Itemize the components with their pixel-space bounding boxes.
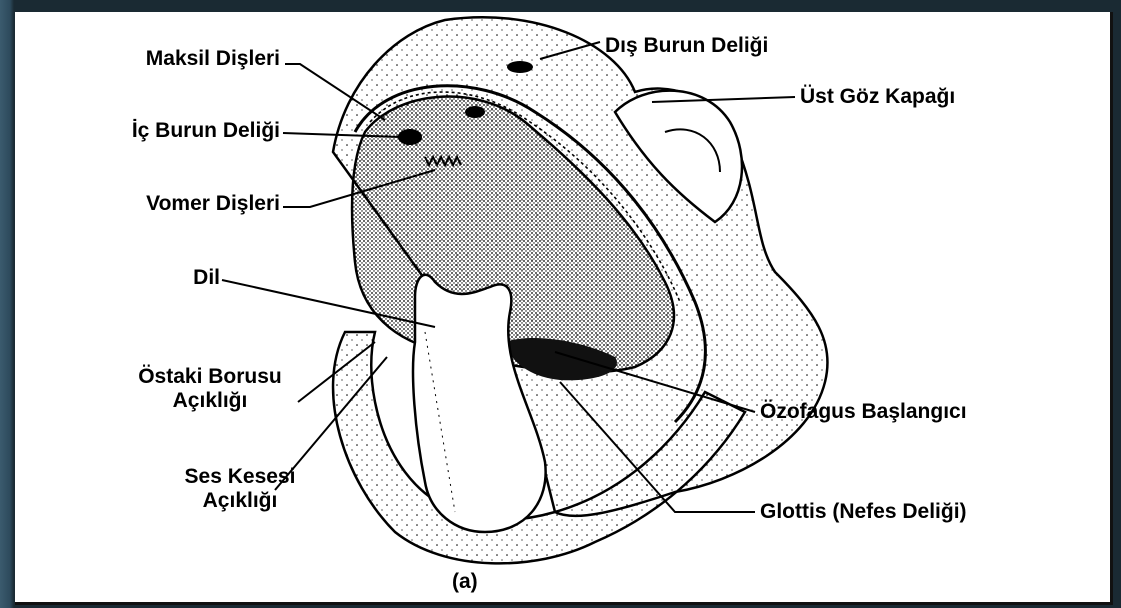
internal-nostril-left <box>398 129 422 145</box>
label-eustachian-line2: Açıklığı <box>105 389 315 413</box>
label-vocal-sac: Ses Kesesi Açıklığı <box>155 465 325 512</box>
label-vocal-sac-line2: Açıklığı <box>155 489 325 513</box>
figure-label: (a) <box>452 570 478 594</box>
label-esophagus: Özofagus Başlangıcı <box>760 400 967 424</box>
label-internal-nostril: İç Burun Deliği <box>132 119 280 143</box>
label-glottis: Glottis (Nefes Deliği) <box>760 500 967 524</box>
label-upper-eyelid: Üst Göz Kapağı <box>800 85 955 109</box>
label-maxillary-teeth: Maksil Dişleri <box>146 47 280 71</box>
diagram-panel: Maksil Dişleri İç Burun Deliği Vomer Diş… <box>15 12 1113 605</box>
label-eustachian-tube: Östaki Borusu Açıklığı <box>105 365 315 412</box>
label-eustachian-line1: Östaki Borusu <box>105 365 315 389</box>
label-vomerine-teeth: Vomer Dişleri <box>146 192 280 216</box>
internal-nostril-right <box>465 106 485 118</box>
label-vocal-sac-line1: Ses Kesesi <box>155 465 325 489</box>
label-external-nostril: Dış Burun Deliği <box>605 34 768 58</box>
label-tongue: Dil <box>193 266 220 290</box>
